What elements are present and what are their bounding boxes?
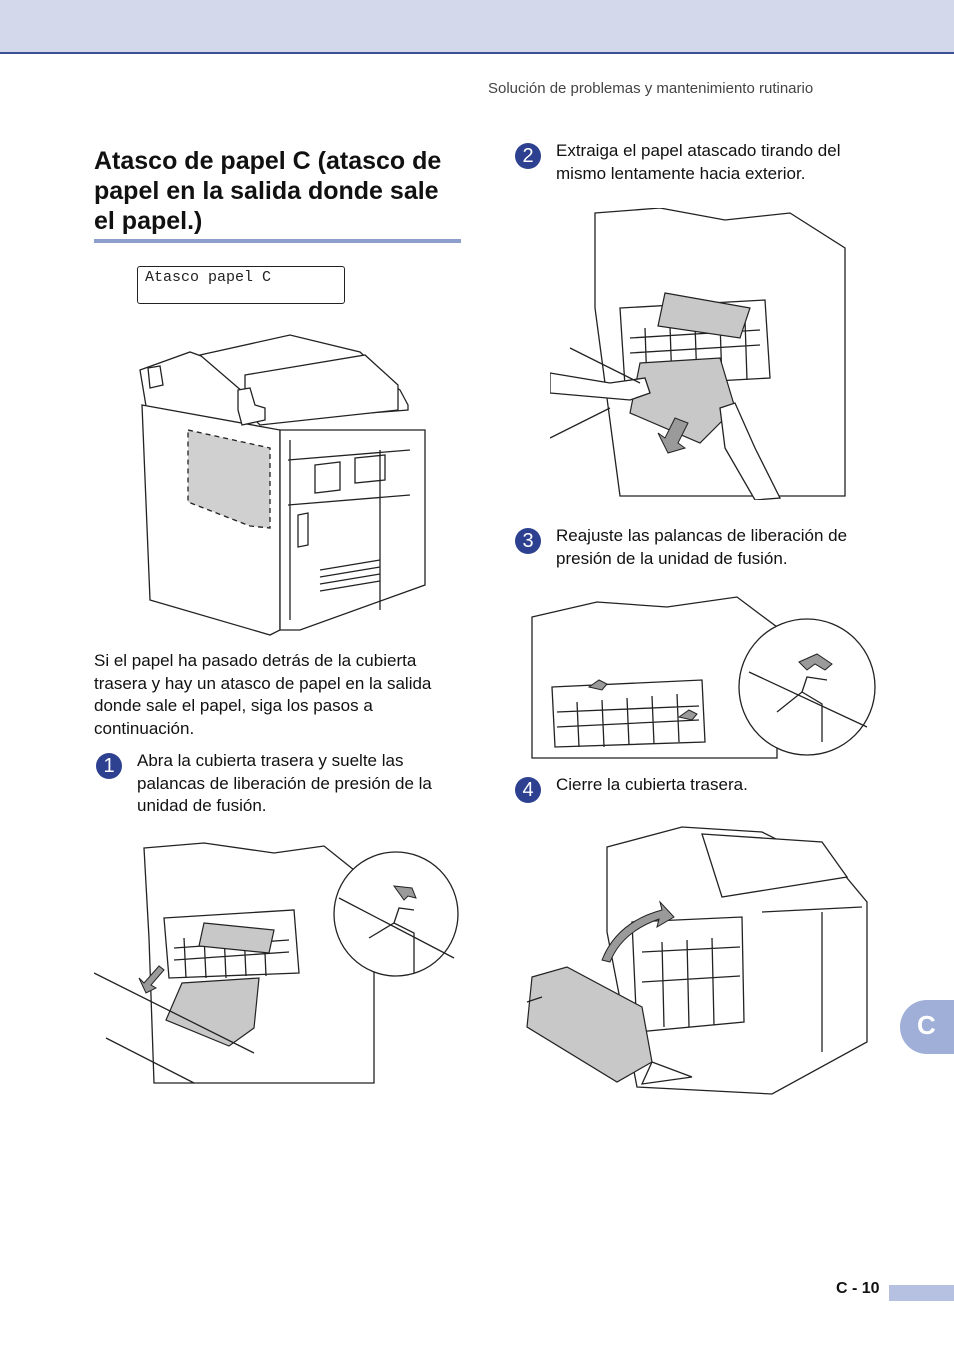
page-number-bar	[889, 1285, 954, 1301]
header-band	[0, 0, 954, 54]
page-number: C - 10	[836, 1280, 880, 1297]
title-rule	[94, 239, 461, 243]
lcd-message: Atasco papel C	[145, 269, 272, 286]
reset-release-levers-figure	[531, 596, 876, 759]
step-number-badge: 4	[515, 777, 541, 803]
section-title: Atasco de papel C (atasco de papel en la…	[94, 147, 442, 235]
close-rear-cover-figure	[526, 826, 868, 1095]
open-rear-cover-figure	[94, 842, 459, 1084]
chapter-letter: C	[917, 1010, 936, 1040]
step-text: Reajuste las palancas de liberación de p…	[556, 526, 848, 568]
intro-paragraph: Si el papel ha pasado detrás de la cubie…	[94, 651, 432, 738]
running-head: Solución de problemas y mantenimiento ru…	[488, 80, 814, 97]
machine-rear-jam-figure	[139, 334, 426, 636]
step-text: Cierre la cubierta trasera.	[556, 775, 748, 794]
step-text: Extraiga el papel atascado tirando del m…	[556, 141, 841, 183]
step-number-badge: 1	[96, 753, 122, 779]
step-number-badge: 2	[515, 143, 541, 169]
step-number-badge: 3	[515, 528, 541, 554]
lcd-display: Atasco papel C	[137, 266, 345, 304]
chapter-side-tab: C	[900, 1000, 954, 1054]
step-text: Abra la cubierta trasera y suelte las pa…	[137, 751, 432, 815]
pull-jammed-paper-figure	[550, 208, 846, 500]
